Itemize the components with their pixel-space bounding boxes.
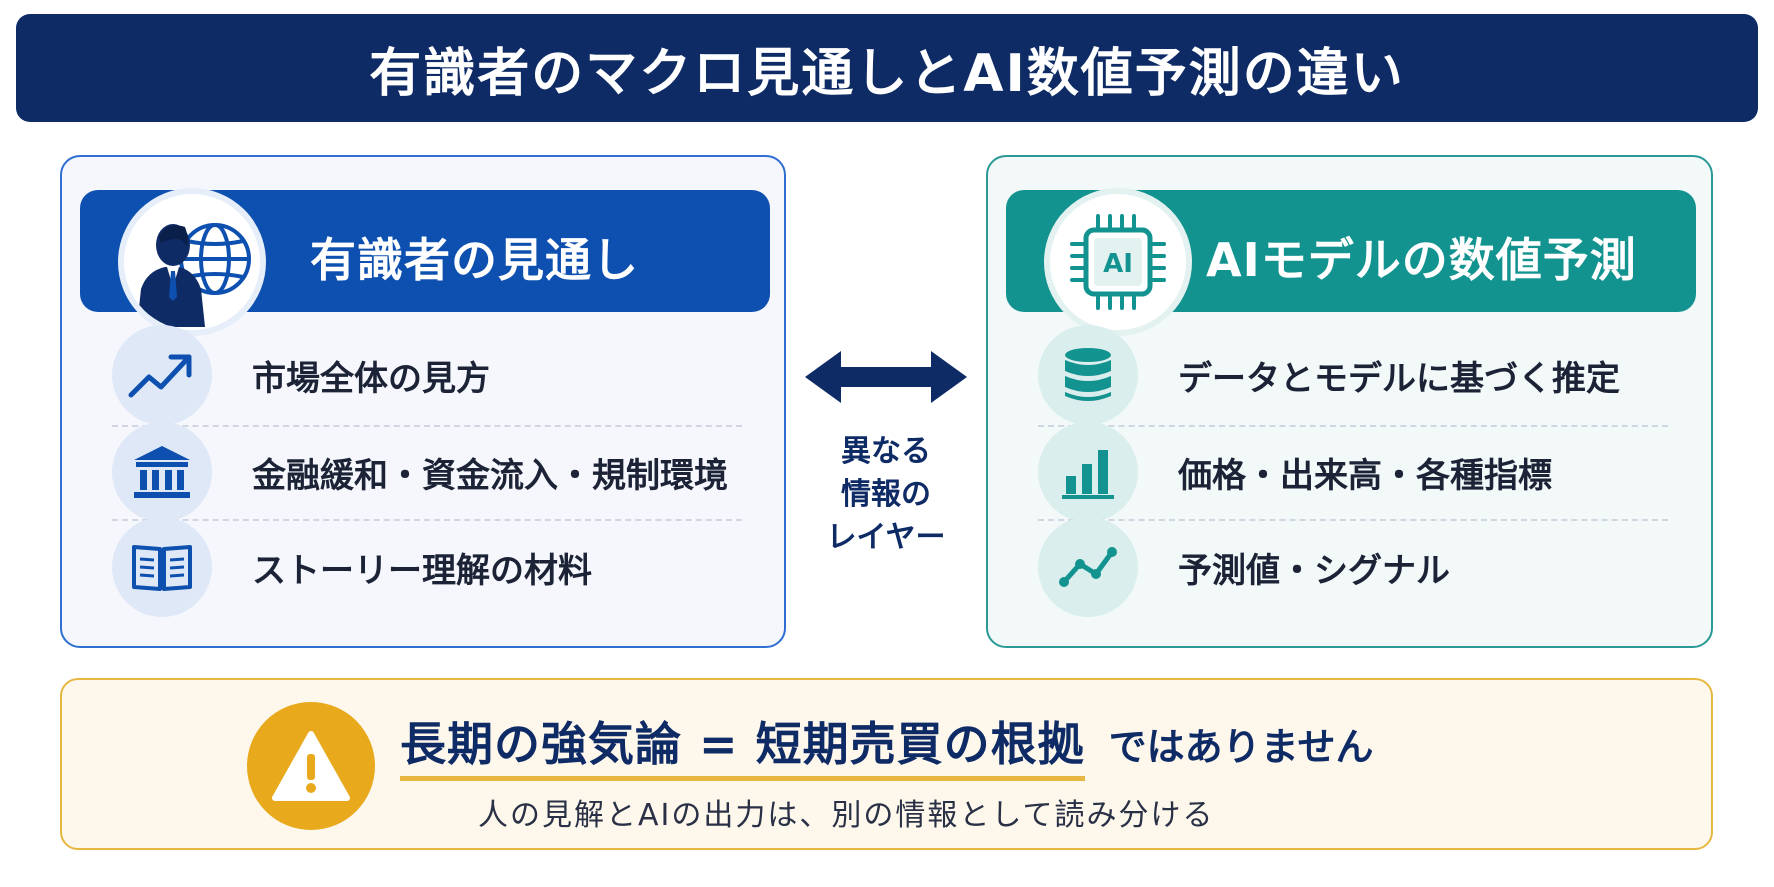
warning-headline-suffix: ではありません (1108, 725, 1374, 769)
expert-outlook-title: 有識者の見通し (310, 233, 639, 287)
layer-caption-line: レイヤー (826, 520, 946, 555)
line-chart-icon (1038, 517, 1138, 617)
bar-chart-icon (1038, 422, 1138, 522)
divider (1038, 425, 1668, 427)
page-title: 有識者のマクロ見通しとAI数値予測の違い (369, 43, 1405, 104)
person-globe-icon (118, 188, 266, 336)
list-item-label: 金融緩和・資金流入・規制環境 (252, 455, 728, 496)
divider (112, 425, 742, 427)
warning-headline: 長期の強気論 = 短期売買の根拠 ではありません (400, 708, 1373, 781)
list-item-label: 価格・出来高・各種指標 (1178, 455, 1552, 496)
title-banner: 有識者のマクロ見通しとAI数値予測の違い (16, 14, 1758, 122)
list-item: 予測値・シグナル (1038, 517, 1658, 617)
list-item: 金融緩和・資金流入・規制環境 (112, 422, 732, 522)
list-item: 市場全体の見方 (112, 325, 732, 425)
expert-outlook-panel: 有識者の見通し 市場全体の見方 金融緩和・資金流入・規制環境 (60, 155, 786, 648)
divider (1038, 519, 1668, 521)
ai-forecast-title: AIモデルの数値予測 (1206, 233, 1637, 287)
double-arrow-icon (805, 351, 967, 403)
list-item-label: ストーリー理解の材料 (252, 550, 592, 591)
layer-connector: 異なる 情報の レイヤー (786, 345, 986, 565)
list-item: ストーリー理解の材料 (112, 517, 732, 617)
list-item-label: 予測値・シグナル (1178, 550, 1450, 591)
book-icon (112, 517, 212, 617)
database-icon (1038, 325, 1138, 425)
layer-caption: 異なる 情報の レイヤー (786, 430, 986, 559)
bank-icon (112, 422, 212, 522)
ai-forecast-panel: AI AIモデルの数値予測 データとモデルに基づく推定 価格・出来高・各種指標 (986, 155, 1713, 648)
list-item-label: 市場全体の見方 (252, 358, 490, 399)
warning-icon (247, 702, 375, 830)
list-item-label: データとモデルに基づく推定 (1178, 358, 1620, 399)
list-item: 価格・出来高・各種指標 (1038, 422, 1658, 522)
ai-forecast-header: AI AIモデルの数値予測 (1006, 188, 1696, 336)
divider (112, 519, 742, 521)
trend-up-icon (112, 325, 212, 425)
warning-callout: 長期の強気論 = 短期売買の根拠 ではありません 人の見解とAIの出力は、別の情… (60, 678, 1713, 850)
warning-subtext: 人の見解とAIの出力は、別の情報として読み分ける (478, 798, 1215, 833)
ai-chip-icon: AI (1044, 188, 1192, 336)
layer-caption-line: 異なる (841, 434, 931, 469)
layer-caption-line: 情報の (841, 477, 931, 512)
ai-chip-text: AI (1103, 249, 1133, 279)
list-item: データとモデルに基づく推定 (1038, 325, 1658, 425)
warning-headline-main: 長期の強気論 = 短期売買の根拠 (400, 708, 1085, 781)
expert-outlook-header: 有識者の見通し (80, 188, 770, 336)
